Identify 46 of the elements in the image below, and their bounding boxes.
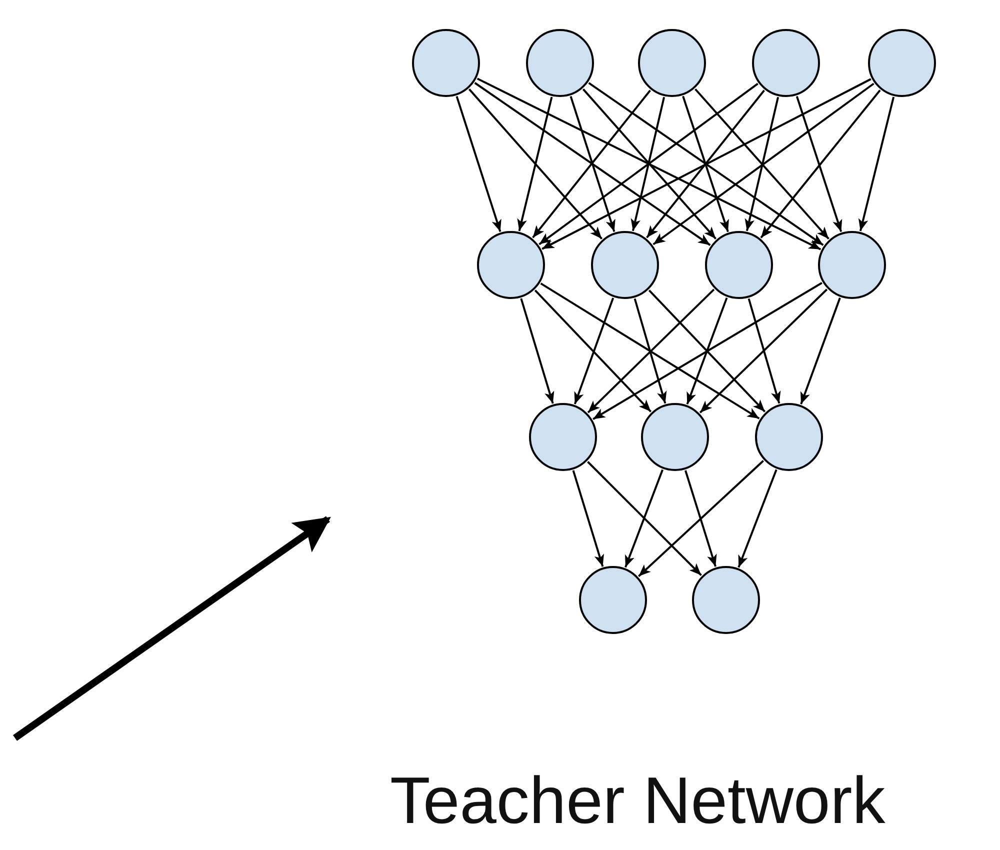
circle-node	[818, 231, 886, 299]
arrow	[648, 290, 766, 412]
arrow	[534, 290, 652, 412]
circle-node	[705, 231, 773, 299]
arrow	[587, 461, 702, 576]
arrow	[476, 78, 822, 250]
arrow	[624, 469, 664, 568]
arrow	[532, 90, 651, 238]
circle-node	[755, 403, 823, 471]
arrow	[517, 96, 553, 232]
arrow	[694, 88, 830, 240]
arrow	[760, 90, 881, 238]
circle-node	[477, 231, 545, 299]
arrow	[542, 78, 872, 250]
circle-node	[641, 403, 709, 471]
arrow	[574, 298, 614, 404]
arrow	[638, 460, 764, 577]
arrow	[684, 470, 717, 567]
arrow	[592, 282, 822, 420]
arrow	[456, 96, 502, 232]
arrow	[646, 90, 765, 238]
arrow	[699, 288, 828, 414]
arrow	[572, 470, 604, 567]
circle-node	[591, 231, 659, 299]
arrow	[587, 288, 715, 414]
arrow	[520, 298, 554, 404]
arrow	[858, 96, 895, 232]
arrow	[468, 88, 603, 240]
arrow	[738, 469, 778, 568]
arrow	[582, 88, 717, 240]
circle-node	[529, 403, 597, 471]
arrow	[686, 297, 728, 405]
arrow	[540, 282, 760, 420]
arrow	[800, 298, 841, 404]
arrow	[630, 96, 666, 232]
arrow	[588, 82, 824, 246]
arrow	[570, 96, 616, 232]
arrow	[748, 298, 781, 404]
arrow	[652, 82, 874, 246]
arrow	[744, 96, 780, 232]
caption-text: Teacher Network	[390, 762, 886, 838]
arrow	[634, 298, 667, 404]
arrow	[796, 96, 842, 232]
arrow	[682, 96, 729, 232]
arrow	[538, 82, 758, 246]
arrow	[474, 82, 711, 246]
